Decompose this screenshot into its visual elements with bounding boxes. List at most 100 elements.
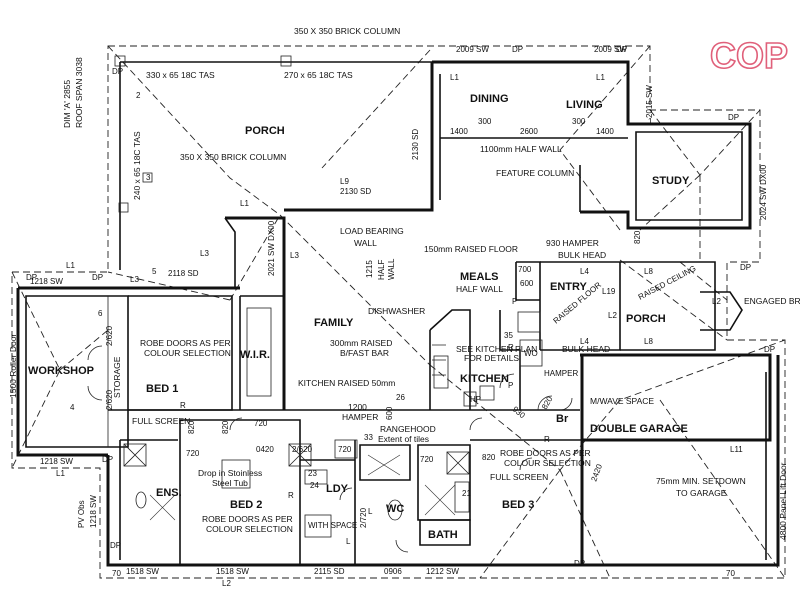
dim-n2: 2 — [136, 91, 141, 100]
dim-2620b: 2/620 — [105, 389, 114, 410]
note-wo: WO — [524, 349, 538, 358]
note-robe3a: ROBE DOORS AS PER — [500, 448, 591, 458]
dim-dp2: DP — [512, 45, 523, 54]
dim-dp10: DP — [574, 559, 585, 568]
note-hamper-small: HAMPER — [544, 369, 578, 378]
dim-p2: P — [512, 297, 517, 306]
dim-1215: 1215 — [365, 260, 374, 278]
note-robe2a: ROBE DOORS AS PER — [202, 514, 293, 524]
dim-820c: 820 — [221, 420, 230, 434]
room-porch-front: PORCH — [245, 125, 285, 137]
note-mwave: M/WAVE SPACE — [590, 396, 654, 406]
room-study: STUDY — [652, 175, 690, 187]
note-full-screen2: FULL SCREEN — [490, 472, 548, 482]
dim-1218a: 1218 SW — [30, 277, 63, 286]
note-half-wall: 1100mm HALF WALL — [480, 144, 562, 154]
dim-720b: 720 — [338, 445, 352, 454]
note-robe1b: COLOUR SELECTION — [144, 348, 231, 358]
dim-n3: 3 — [146, 173, 151, 182]
dim-n5: 5 — [152, 267, 157, 276]
dim-dp5: DP — [740, 263, 751, 272]
room-garage: DOUBLE GARAGE — [590, 423, 688, 435]
note-brick-mid: 350 X 350 BRICK COLUMN — [180, 152, 286, 162]
note-raised-bfast: 300mm RAISED — [330, 338, 392, 348]
dim-l8b: L8 — [644, 337, 653, 346]
room-workshop: WORKSHOP — [28, 365, 94, 377]
note-see-kitchen: SEE KITCHEN PLAN — [456, 344, 537, 354]
dim-720a: 720 — [254, 419, 268, 428]
dim-2115: 2115 SD — [314, 567, 345, 576]
room-bed3: BED 3 — [502, 499, 534, 511]
room-br: Br — [556, 413, 569, 425]
note-full-screen1: FULL SCREEN — [132, 416, 190, 426]
note-tas2: 270 x 65 18C TAS — [284, 70, 353, 80]
dim-l9: L9 — [340, 177, 349, 186]
dim-dp11: DP — [764, 345, 775, 354]
dim-2118: 2118 SD — [168, 269, 199, 278]
dim-1518b: 1518 SW — [216, 567, 249, 576]
note-drop-in1: Drop in Stoinless — [198, 468, 262, 478]
note-meals-half: HALF WALL — [456, 284, 503, 294]
dim-n33: 33 — [364, 433, 373, 442]
dim-820d: 820 — [540, 394, 555, 411]
note-load-bearing: LOAD BEARING — [340, 226, 404, 236]
dim-top-2009b: 2009 SW — [594, 45, 627, 54]
note-robe1a: ROBE DOORS AS PER — [140, 338, 231, 348]
room-ldy: LDY — [326, 483, 349, 495]
dim-dp1: DP — [112, 67, 123, 76]
dim-p1: P — [508, 381, 513, 390]
room-wir: W.I.R. — [240, 349, 270, 361]
room-bath: BATH — [428, 529, 458, 541]
dim-l1d: L1 — [66, 261, 75, 270]
room-meals: MEALS — [460, 271, 499, 283]
room-dining: DINING — [470, 93, 509, 105]
fixtures — [123, 439, 470, 538]
dim-r3: R — [508, 343, 514, 352]
dim-dp3: DP — [616, 45, 627, 54]
dim-pv-obs: PV Obs — [77, 500, 86, 528]
dim-2130sd-v: 2130 SD — [411, 129, 420, 160]
dim-1518a: 1518 SW — [126, 567, 159, 576]
dim-dp9: DP — [110, 541, 121, 550]
note-hamper-word: HAMPER — [342, 412, 378, 422]
door-swings — [87, 345, 573, 553]
note-bulk-head2: BULK HEAD — [562, 344, 610, 354]
dim-720d: 720 — [186, 449, 200, 458]
dim-n6: 6 — [98, 309, 103, 318]
dim-dp4: DP — [728, 113, 739, 122]
dim-l1e: L1 — [56, 469, 65, 478]
note-dishwasher: DISHWASHER — [368, 306, 425, 316]
dim-300b: 300 — [572, 117, 586, 126]
dim-0420: 0420 — [256, 445, 274, 454]
dim-n21: 21 — [462, 489, 471, 498]
note-with-space: WITH SPACE — [308, 521, 357, 530]
note-hamper-1200: 1200 — [348, 402, 367, 412]
note-dim-a: DIM 'A' 2855 — [62, 80, 72, 128]
dim-l8a: L8 — [644, 267, 653, 276]
room-family: FAMILY — [314, 317, 354, 329]
note-panel-lift: 4800 Panel Lift Door — [778, 462, 788, 540]
dim-r4: R — [180, 401, 186, 410]
note-roof-span: ROOF SPAN 3038 — [74, 57, 84, 128]
room-living: LIVING — [566, 99, 603, 111]
note-roller-door: 1500 Roller Door — [8, 334, 18, 398]
dim-1400b: 1400 — [596, 127, 614, 136]
dim-2600: 2600 — [520, 127, 538, 136]
dim-hp: HP — [470, 395, 481, 404]
dim-1400a: 1400 — [450, 127, 468, 136]
dim-1212: 1212 SW — [426, 567, 459, 576]
note-bfast-bar: B/FAST BAR — [340, 348, 389, 358]
room-kitchen: KITCHEN — [460, 373, 509, 385]
note-rangehood: RANGEHOOD — [380, 424, 436, 434]
dim-l1c: L1 — [240, 199, 249, 208]
dim-half: HALF — [377, 259, 386, 280]
dim-2015: 2015 SW — [645, 85, 654, 118]
dim-l4a: L4 — [580, 267, 589, 276]
note-brick-top: 350 X 350 BRICK COLUMN — [294, 26, 400, 36]
dim-l1a: L1 — [450, 73, 459, 82]
dim-n1: 1 — [648, 117, 653, 126]
dim-l2b: L2 — [712, 297, 721, 306]
dim-l-ldy: L — [368, 507, 373, 516]
dim-1218b: 1218 SW — [40, 457, 73, 466]
